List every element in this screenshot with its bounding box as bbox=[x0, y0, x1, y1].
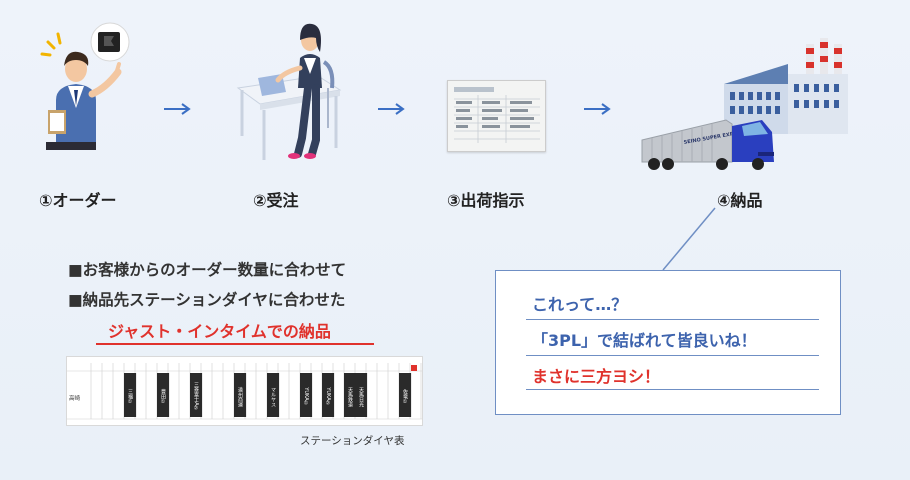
schedule-block-label: 三菱富士A② bbox=[193, 382, 199, 411]
schedule-block bbox=[355, 373, 368, 417]
schedule-block-label: マルヤス bbox=[270, 387, 276, 407]
bubble-pointer bbox=[662, 207, 716, 271]
schedule-block bbox=[190, 373, 203, 417]
step-order-received-label: ②受注 bbox=[253, 191, 299, 210]
step-shipping-instruction-label: ③出荷指示 bbox=[447, 191, 525, 210]
sparkle-icon bbox=[40, 32, 62, 57]
just-in-time-highlight: ジャスト・インタイムでの納品 bbox=[108, 322, 331, 341]
highlight-underline bbox=[96, 343, 374, 345]
schedule-block bbox=[234, 373, 247, 417]
schedule-block-label: YUKA② bbox=[325, 386, 331, 406]
schedule-block-label: YUKA① bbox=[303, 386, 309, 406]
schedule-block bbox=[399, 373, 412, 417]
bubble-line-3pl: 「3PL」で結ばれて皆良いね！ bbox=[532, 331, 757, 350]
schedule-block-label: 天馬日光 bbox=[358, 387, 364, 408]
arrow-right-icon bbox=[164, 103, 191, 115]
bullet-order-quantity: ■お客様からのオーダー数量に合わせて bbox=[68, 261, 347, 279]
arrow-right-icon bbox=[378, 103, 405, 115]
bubble-divider bbox=[526, 389, 819, 390]
bubble-line-question: これって…？ bbox=[532, 295, 628, 314]
schedule-block bbox=[157, 373, 170, 417]
schedule-block-label: 遠州商運 bbox=[237, 386, 243, 408]
schedule-block bbox=[322, 373, 335, 417]
schedule-block bbox=[267, 373, 280, 417]
schedule-block-label: 豊田① bbox=[160, 388, 166, 405]
schedule-block-label: 天馬鉄道 bbox=[347, 387, 353, 408]
schedule-block-label: 三福① bbox=[127, 389, 133, 405]
step-order-label: ①オーダー bbox=[39, 191, 117, 210]
arrow-right-icon bbox=[584, 103, 611, 115]
station-schedule-table: 高崎 三福① 豊田① 三菱富士A② 遠州商運 マルヤス YUKA① YUKA② 天馬鉄道天馬日光… bbox=[66, 356, 423, 426]
bullet-station-schedule: ■納品先ステーションダイヤに合わせた bbox=[68, 291, 346, 309]
order-illustration bbox=[40, 22, 130, 150]
schedule-marker bbox=[411, 365, 417, 371]
schedule-block bbox=[300, 373, 313, 417]
shipping-document-image bbox=[447, 80, 546, 152]
operator-illustration bbox=[236, 23, 342, 160]
table-caption: ステーションダイヤ表 bbox=[300, 435, 405, 447]
speech-bubble: これって…？ 「3PL」で結ばれて皆良いね！ まさに三方ヨシ！ bbox=[495, 270, 841, 415]
step-delivery-label: ④納品 bbox=[717, 191, 763, 210]
bubble-divider bbox=[526, 319, 819, 320]
schedule-block bbox=[124, 373, 137, 417]
row-header: 高崎 bbox=[69, 394, 81, 402]
schedule-block bbox=[344, 373, 357, 417]
bubble-line-sanpo-yoshi: まさに三方ヨシ！ bbox=[532, 367, 661, 386]
delivery-illustration: SEINO SUPER EXPRESS bbox=[641, 38, 848, 170]
factory-chimney-icon bbox=[806, 38, 842, 92]
bubble-divider bbox=[526, 355, 819, 356]
schedule-block-label: 佐竜① bbox=[402, 388, 408, 405]
